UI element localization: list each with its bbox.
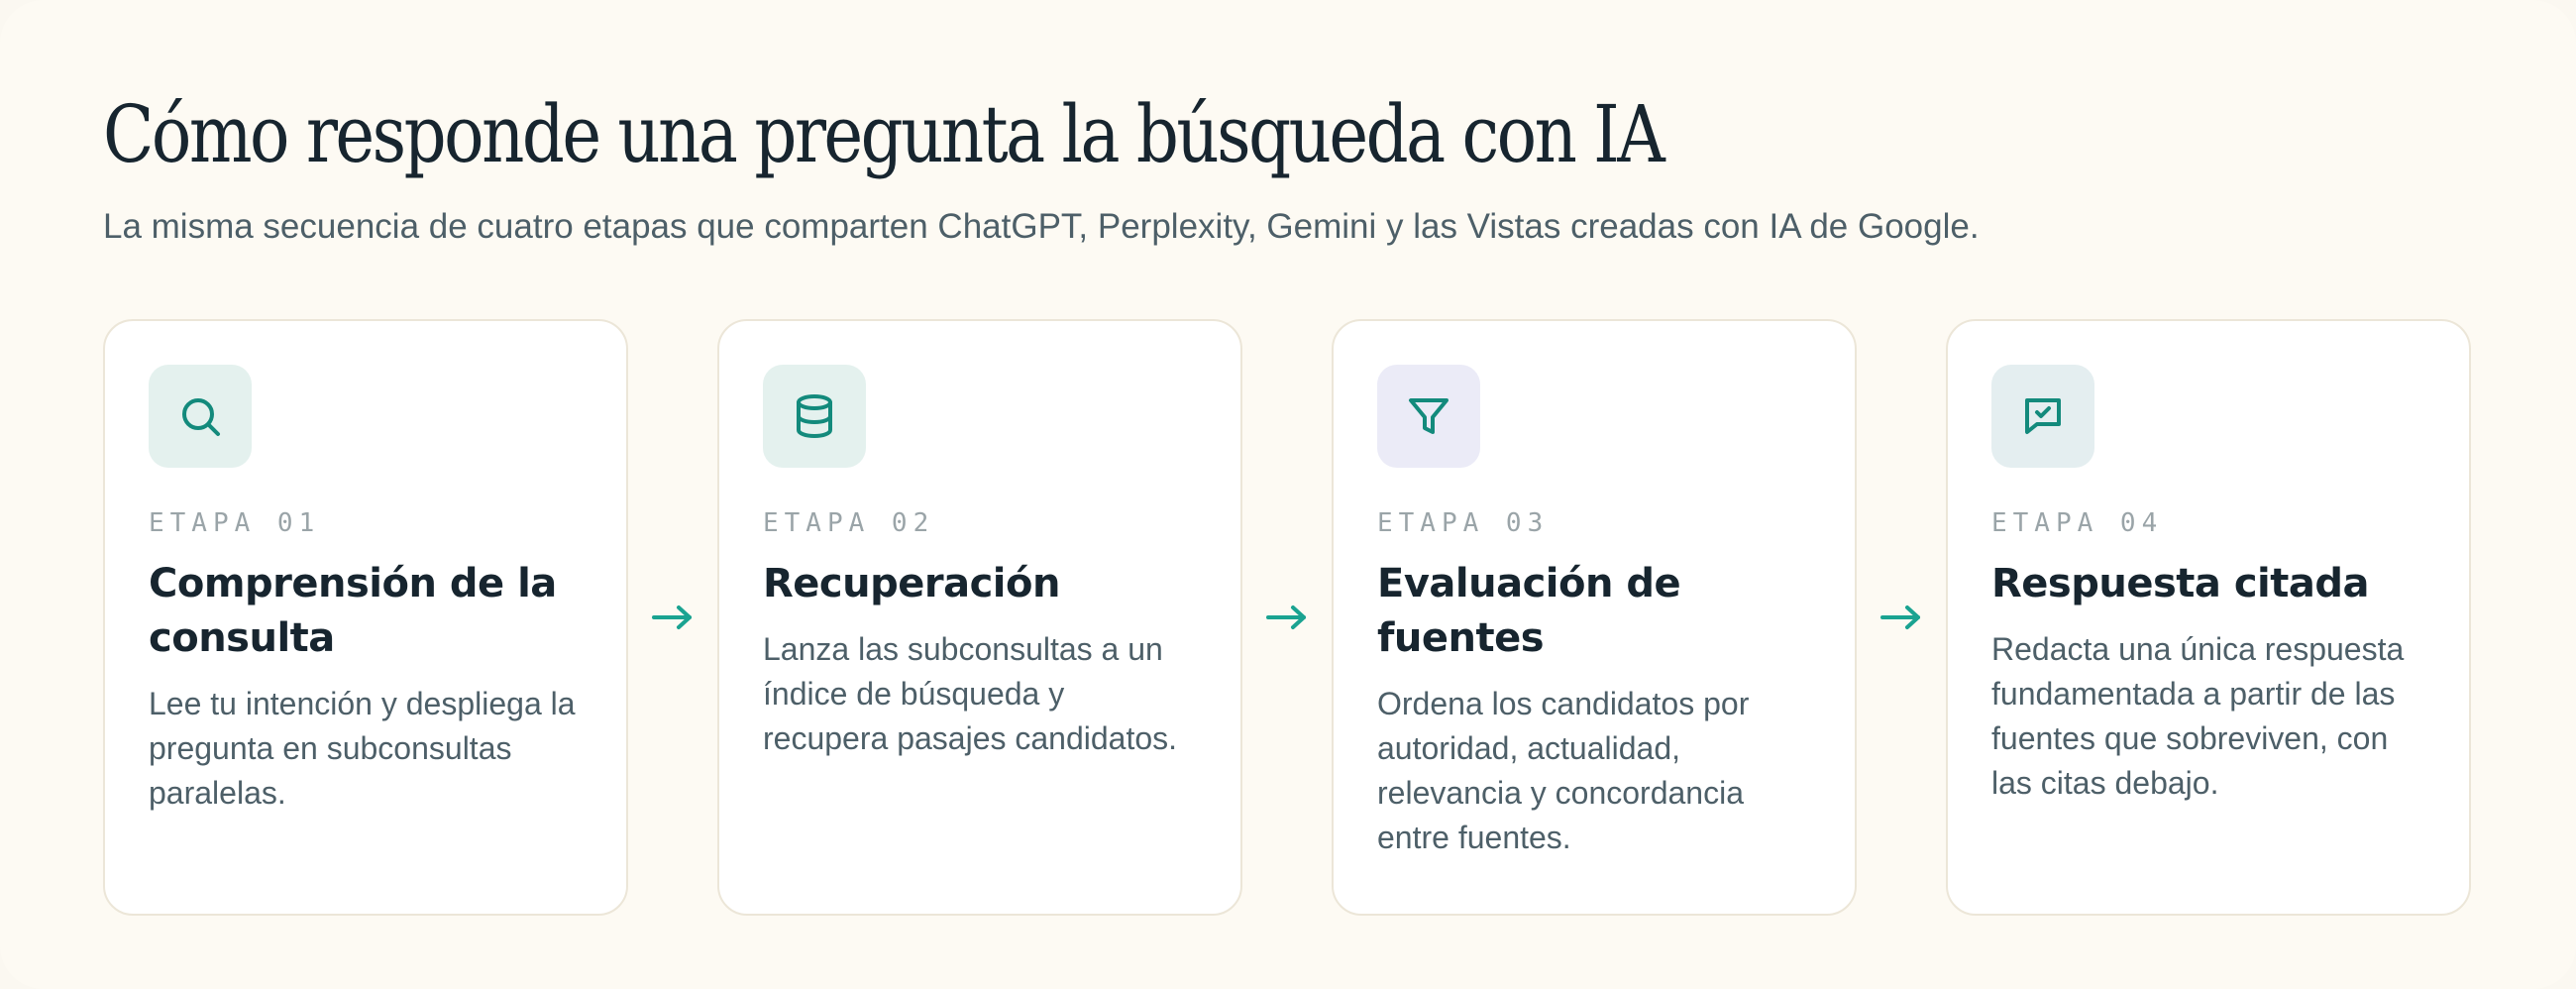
step-icon-box	[1991, 365, 2094, 468]
step-label: ETAPA 01	[149, 508, 321, 538]
step-icon-box	[149, 365, 252, 468]
step-description: Lee tu intención y despliega la pregunta…	[149, 686, 576, 811]
page-title: Cómo responde una pregunta la búsqueda c…	[103, 88, 1665, 180]
step-title: Evaluación de fuentes	[1377, 561, 1681, 661]
step-card-2: ETAPA 02 Recuperación Lanza las subconsu…	[717, 319, 1242, 916]
step-card-1: ETAPA 01 Comprensión de la consulta Lee …	[103, 319, 628, 916]
filter-icon	[1409, 398, 1449, 434]
step-icon-box	[1377, 365, 1480, 468]
step-description: Lanza las subconsultas a un índice de bú…	[763, 631, 1178, 756]
step-description: Redacta una única respuesta fundamentada…	[1991, 631, 2405, 801]
step-label: ETAPA 03	[1377, 508, 1550, 538]
step-label: ETAPA 04	[1991, 508, 2164, 538]
page-subtitle: La misma secuencia de cuatro etapas que …	[103, 207, 1980, 246]
step-title: Respuesta citada	[1991, 561, 2369, 606]
step-title: Recuperación	[763, 561, 1060, 606]
steps-flow: ETAPA 01 Comprensión de la consulta Lee …	[103, 319, 2471, 916]
search-icon	[182, 398, 220, 436]
arrow-right-icon	[628, 319, 717, 916]
arrow-right-icon	[1242, 319, 1332, 916]
step-card-4: ETAPA 04 Respuesta citada Redacta una ún…	[1946, 319, 2471, 916]
step-card-3: ETAPA 03 Evaluación de fuentes Ordena lo…	[1332, 319, 1857, 916]
database-icon	[797, 394, 832, 438]
step-description: Ordena los candidatos por autoridad, act…	[1377, 686, 1750, 855]
step-label: ETAPA 02	[763, 508, 935, 538]
step-title: Comprensión de la consulta	[149, 561, 557, 661]
arrow-right-icon	[1857, 319, 1946, 916]
step-icon-box	[763, 365, 866, 468]
message-check-icon	[2025, 398, 2061, 434]
